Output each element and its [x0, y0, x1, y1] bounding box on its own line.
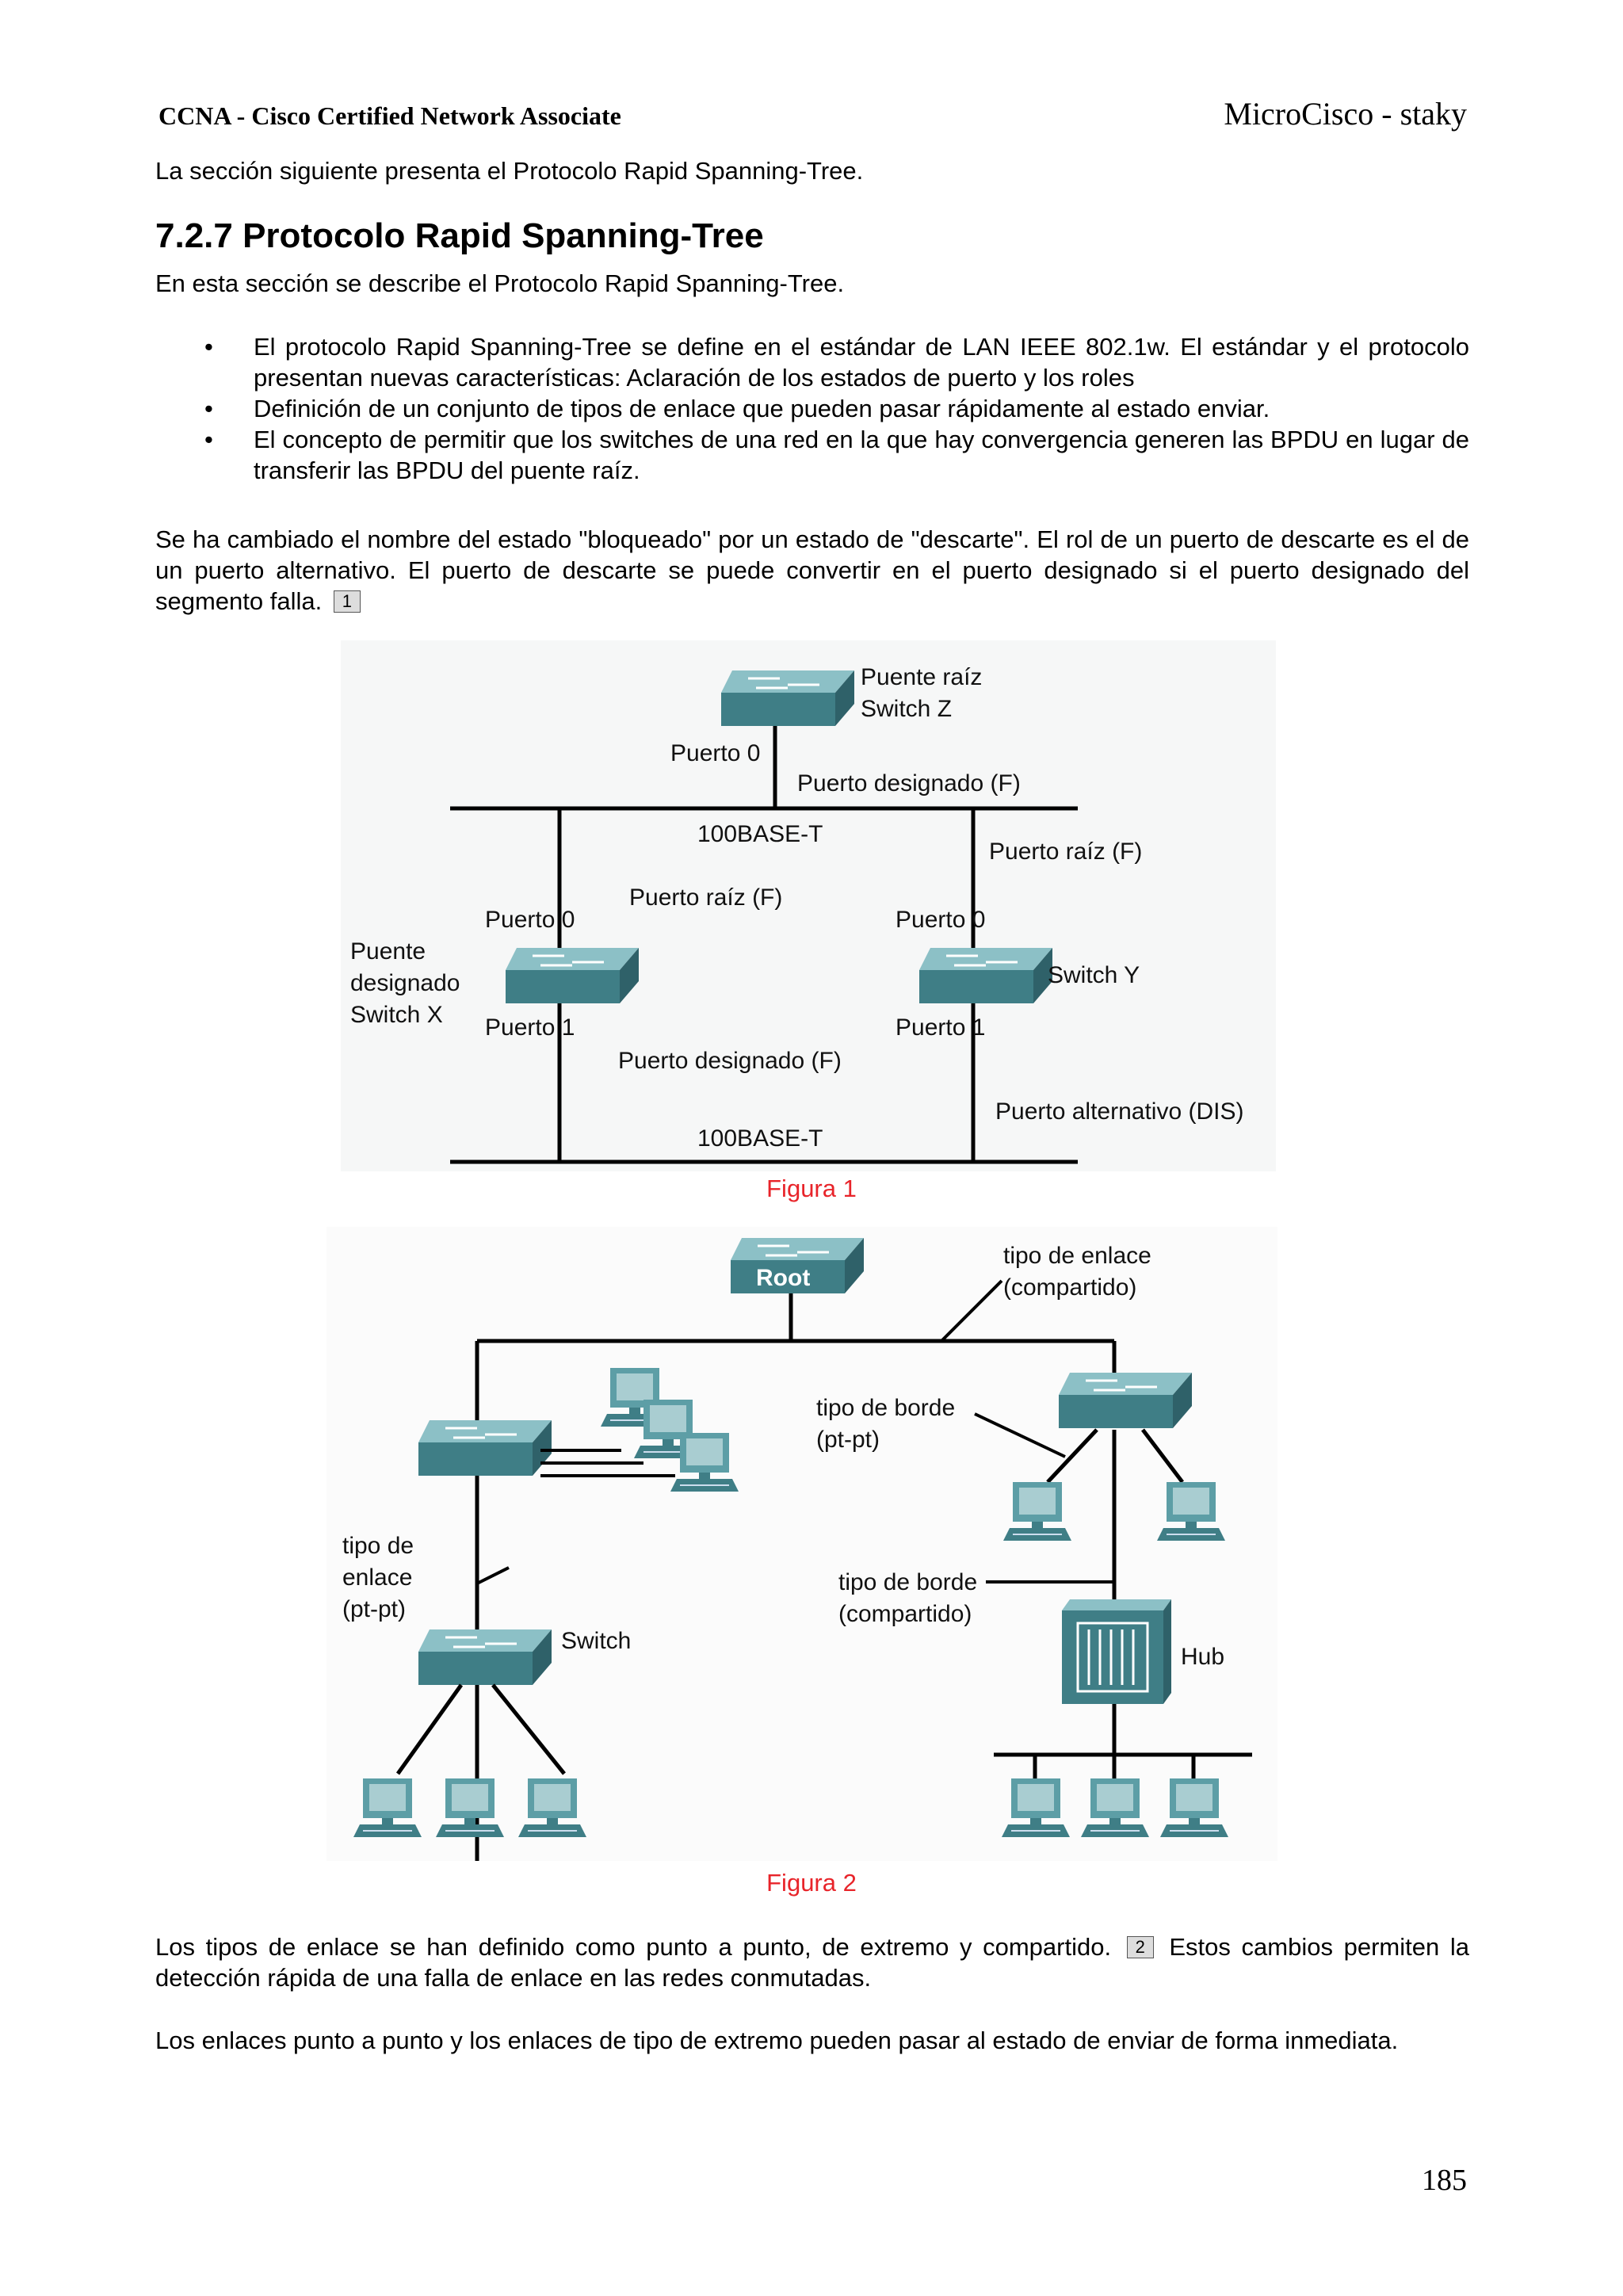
label-edge-shared-2: (compartido) [838, 1601, 972, 1627]
label-root-bridge: Puente raíz [861, 664, 982, 690]
pc-icon [435, 1778, 505, 1838]
label-y-root-port: Puerto raíz (F) [989, 839, 1142, 865]
label-link-ptpt-2: enlace [342, 1564, 412, 1591]
figure-1-diagram: Puente raíz Switch Z Puerto 0 Puerto des… [341, 640, 1276, 1171]
label-y-port1: Puerto 1 [896, 1014, 985, 1041]
root-switch-label: Root [756, 1265, 810, 1291]
pc-icon [517, 1778, 587, 1838]
header-author: MicroCisco - staky [1224, 96, 1467, 132]
pc-icon [353, 1778, 422, 1838]
label-link-shared-1: tipo de enlace [1003, 1243, 1151, 1269]
label-z-port0: Puerto 0 [670, 740, 760, 766]
page-number: 185 [1422, 2164, 1467, 2197]
switch-y-icon [918, 946, 1054, 1005]
pc-icon [1001, 1778, 1071, 1838]
label-switch-x: Switch X [350, 1002, 443, 1028]
figure-2-diagram: Root tipo de enlace [327, 1227, 1277, 1861]
hub-icon [1062, 1599, 1171, 1704]
label-y-alternate: Puerto alternativo (DIS) [995, 1098, 1243, 1125]
figure-1-caption: Figura 1 [766, 1175, 857, 1202]
label-edge-ptpt-2: (pt-pt) [816, 1427, 880, 1453]
label-switch: Switch [561, 1628, 631, 1654]
label-edge-shared-1: tipo de borde [838, 1569, 977, 1595]
paragraph-forwarding: Los enlaces punto a punto y los enlaces … [155, 2027, 1399, 2054]
paragraph-link-types: Los tipos de enlace se han definido como… [155, 1931, 1469, 1993]
pc-icon [1080, 1778, 1150, 1838]
label-designated-bridge-1: Puente [350, 938, 426, 965]
pc-icon [1156, 1481, 1226, 1541]
section-subtitle: En esta sección se describe el Protocolo… [155, 269, 845, 297]
access-switch-top-icon [417, 1419, 553, 1477]
label-link-shared-2: (compartido) [1003, 1274, 1136, 1301]
paragraph-text: Los tipos de enlace se han definido como… [155, 1933, 1112, 1961]
feature-list: El protocolo Rapid Spanning-Tree se defi… [155, 331, 1469, 486]
paragraph-text: Se ha cambiado el nombre del estado "blo… [155, 525, 1469, 615]
section-title: 7.2.7 Protocolo Rapid Spanning-Tree [155, 216, 764, 255]
label-designated-bridge-2: designado [350, 970, 460, 996]
label-x-port0: Puerto 0 [485, 907, 575, 933]
header-title: CCNA - Cisco Certified Network Associate [158, 101, 621, 130]
switch-z-icon [720, 669, 856, 728]
label-segment-bottom: 100BASE-T [697, 1125, 823, 1152]
figure-2-link[interactable]: 2 [1126, 1936, 1154, 1958]
paragraph-text: Estos cambios permiten la detección rápi… [155, 1933, 1469, 1992]
list-item: El concepto de permitir que los switches… [155, 424, 1469, 486]
pc-icon [1159, 1778, 1229, 1838]
figure-1-link[interactable]: 1 [333, 590, 361, 613]
label-segment-top: 100BASE-T [697, 821, 823, 847]
pc-icon [1002, 1481, 1072, 1541]
label-link-ptpt-1: tipo de [342, 1533, 414, 1559]
label-x-port1: Puerto 1 [485, 1014, 575, 1041]
label-y-port0: Puerto 0 [896, 907, 985, 933]
list-item: Definición de un conjunto de tipos de en… [155, 393, 1469, 424]
intro-line: La sección siguiente presenta el Protoco… [155, 157, 864, 185]
access-switch-right-icon [1057, 1371, 1193, 1430]
label-switch-z: Switch Z [861, 696, 952, 722]
label-edge-ptpt-1: tipo de borde [816, 1395, 955, 1421]
figure-2-caption: Figura 2 [766, 1869, 857, 1897]
label-x-designated: Puerto designado (F) [618, 1048, 842, 1074]
label-link-ptpt-3: (pt-pt) [342, 1596, 406, 1622]
label-x-root-port: Puerto raíz (F) [629, 884, 782, 911]
list-item: El protocolo Rapid Spanning-Tree se defi… [155, 331, 1469, 393]
switch-x-icon [504, 946, 640, 1005]
pc-icon [670, 1432, 739, 1492]
switch-icon [417, 1628, 553, 1687]
paragraph-discard-state: Se ha cambiado el nombre del estado "blo… [155, 524, 1469, 617]
label-hub: Hub [1181, 1644, 1224, 1670]
label-z-designated: Puerto designado (F) [797, 770, 1021, 797]
label-switch-y: Switch Y [1048, 962, 1140, 988]
